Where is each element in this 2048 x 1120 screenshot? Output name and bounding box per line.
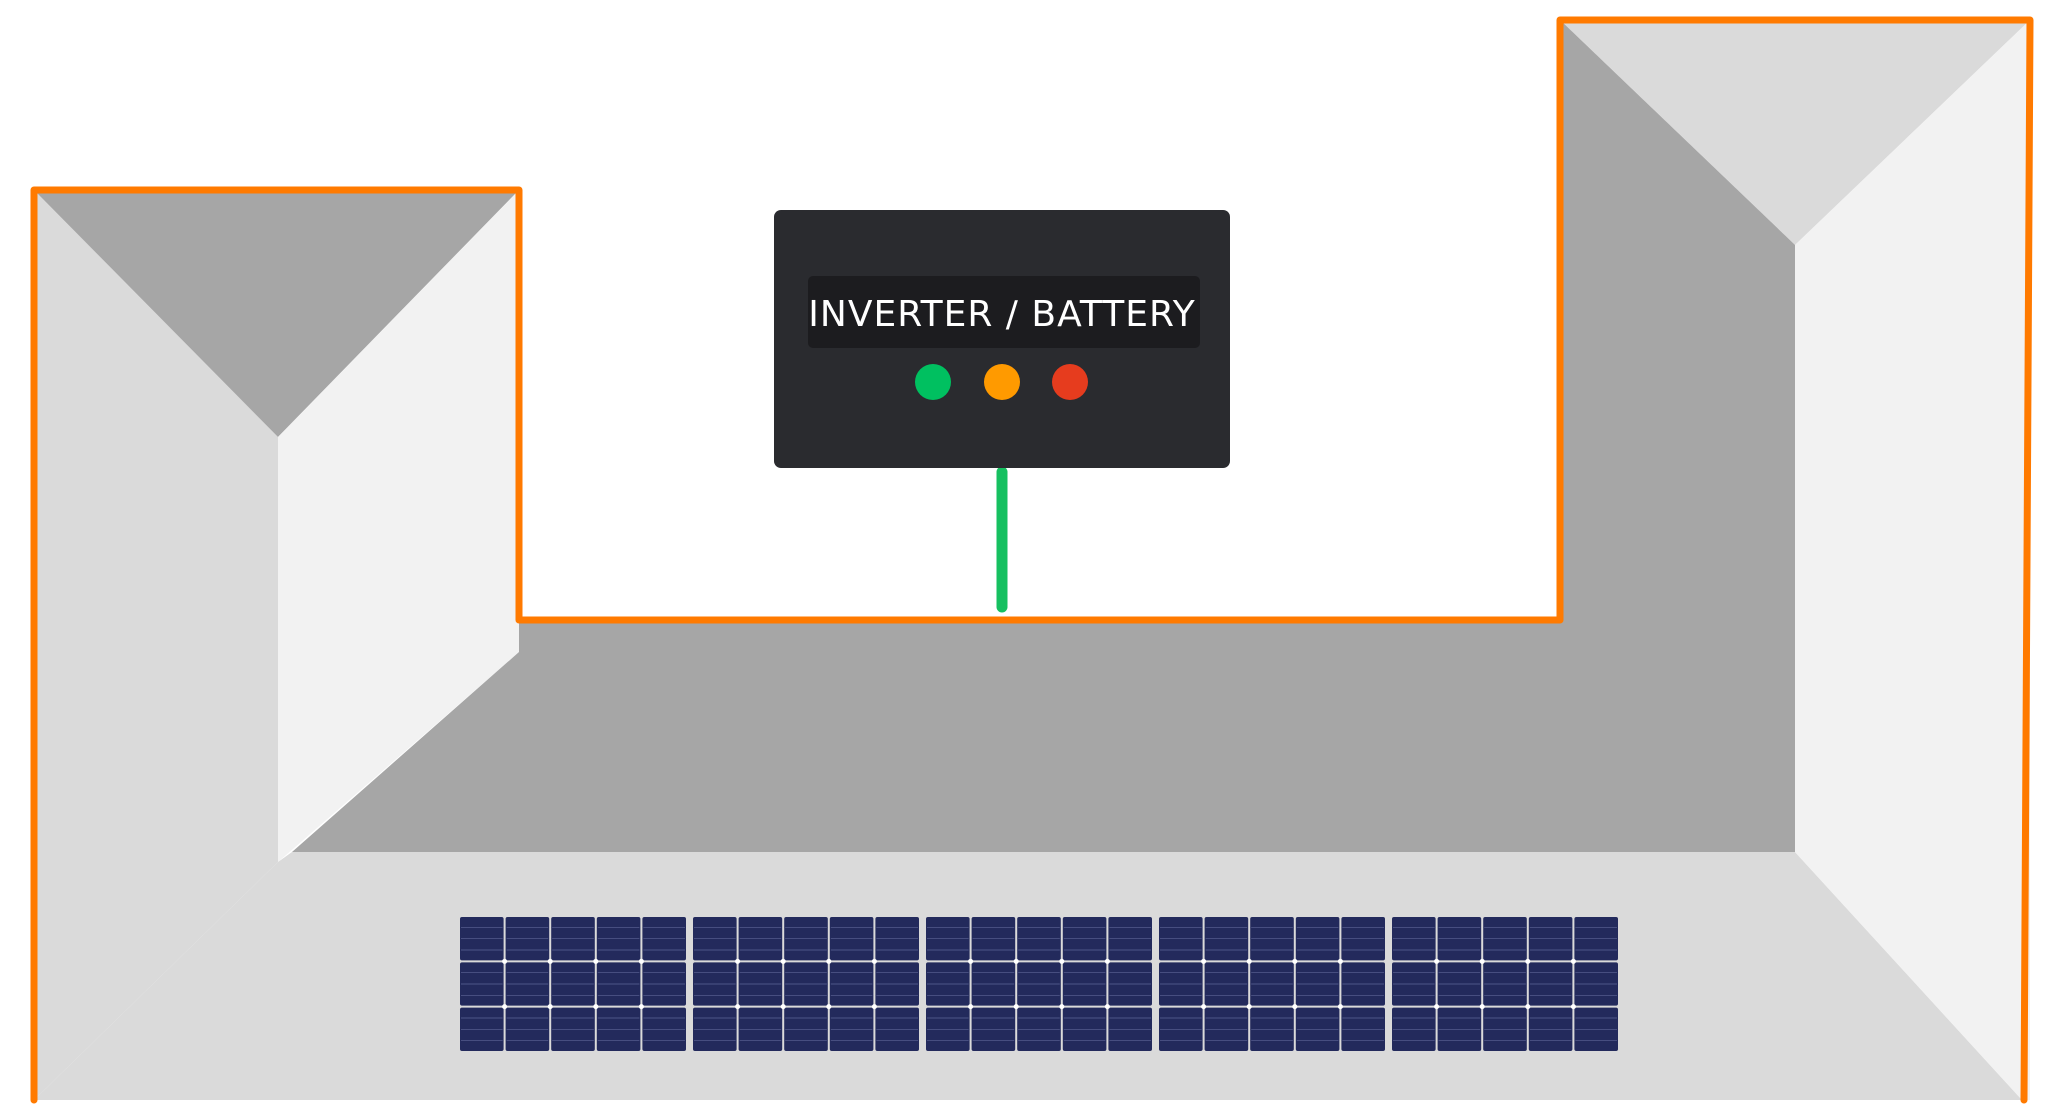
solar-panel xyxy=(926,917,1152,1051)
inverter-label-plate xyxy=(808,276,1200,348)
solar-cell-junction xyxy=(547,958,553,964)
solar-cell-junction xyxy=(1479,958,1485,964)
solar-cell-junction xyxy=(735,958,741,964)
green-indicator xyxy=(915,364,951,400)
solar-cell-junction xyxy=(1104,958,1110,964)
orange-indicator xyxy=(984,364,1020,400)
solar-cell-junction xyxy=(826,1004,832,1010)
solar-cell-junction xyxy=(1434,958,1440,964)
solar-cell-junction xyxy=(1525,958,1531,964)
solar-cell-junction xyxy=(735,1004,741,1010)
solar-cell-junction xyxy=(1246,958,1252,964)
solar-panel-array xyxy=(460,917,1618,1051)
solar-cell-junction xyxy=(1292,1004,1298,1010)
roof-right-east-facet xyxy=(1795,20,2030,1100)
solar-cell-junction xyxy=(968,958,974,964)
red-indicator xyxy=(1052,364,1088,400)
solar-cell-junction xyxy=(502,958,508,964)
solar-cell-junction xyxy=(593,958,599,964)
roof-main-north-facet xyxy=(292,20,1795,852)
solar-cell-junction xyxy=(1246,1004,1252,1010)
solar-cell-junction xyxy=(968,1004,974,1010)
roof-outline-route xyxy=(30,16,2034,1104)
solar-cell-junction xyxy=(1013,1004,1019,1010)
roof-left-west-facet xyxy=(34,190,278,1100)
solar-cell-junction xyxy=(638,958,644,964)
solar-cell-junction xyxy=(638,1004,644,1010)
solar-cell-junction xyxy=(871,1004,877,1010)
solar-cell-junction xyxy=(1059,1004,1065,1010)
solar-panel xyxy=(460,917,686,1051)
solar-cell-junction xyxy=(1479,1004,1485,1010)
solar-cell-junction xyxy=(1525,1004,1531,1010)
solar-cell-junction xyxy=(780,958,786,964)
solar-cell-junction xyxy=(1337,1004,1343,1010)
solar-cell-junction xyxy=(593,1004,599,1010)
solar-cell-junction xyxy=(1201,1004,1207,1010)
solar-cell-junction xyxy=(1337,958,1343,964)
solar-cell-junction xyxy=(1201,958,1207,964)
inverter-label: INVERTER / BATTERY xyxy=(808,294,1195,335)
solar-panel xyxy=(693,917,919,1051)
solar-cell-junction xyxy=(1292,958,1298,964)
solar-cell-junction xyxy=(826,958,832,964)
solar-cell-junction xyxy=(1570,1004,1576,1010)
roof-left-east-facet xyxy=(278,190,519,862)
solar-cell-junction xyxy=(1059,958,1065,964)
solar-cell-junction xyxy=(1013,958,1019,964)
solar-panel xyxy=(1159,917,1385,1051)
roof-left-north-facet xyxy=(34,190,519,437)
solar-cell-junction xyxy=(502,1004,508,1010)
solar-cell-junction xyxy=(871,958,877,964)
solar-cell-junction xyxy=(547,1004,553,1010)
solar-cell-junction xyxy=(1570,958,1576,964)
solar-cell-junction xyxy=(1434,1004,1440,1010)
solar-panel xyxy=(1392,917,1618,1051)
solar-cell-junction xyxy=(780,1004,786,1010)
roof-right-inner-facet xyxy=(1560,20,1795,852)
solar-cell-junction xyxy=(1104,1004,1110,1010)
inverter-battery-unit: INVERTER / BATTERY xyxy=(774,210,1230,468)
roof-right-north-facet xyxy=(1560,20,2030,245)
